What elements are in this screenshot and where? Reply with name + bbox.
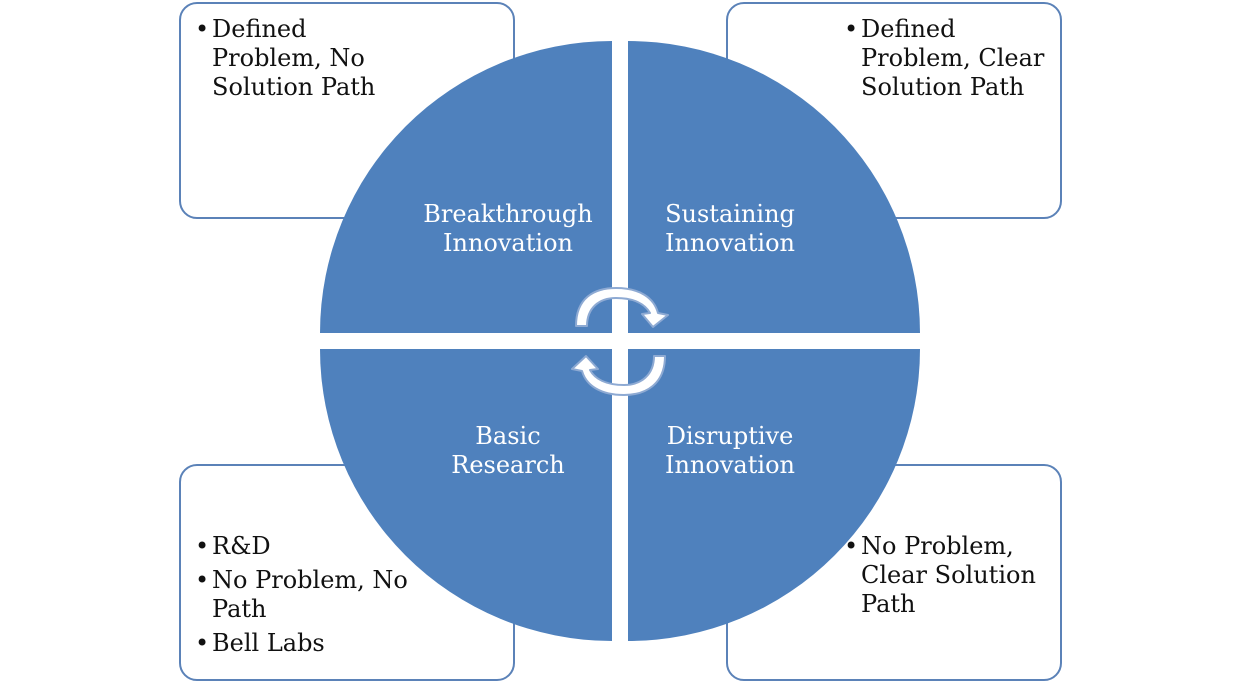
quadrant-label-line: Innovation: [665, 451, 795, 479]
quadrant-bottom-left: [320, 349, 612, 641]
callout-bullet: Bell Labs: [195, 629, 415, 658]
callout-list-bottom-left: R&D No Problem, No Path Bell Labs: [195, 532, 415, 663]
quadrant-label-basic-research: Basic Research: [413, 422, 603, 480]
quadrant-label-line: Sustaining: [665, 200, 795, 228]
quadrant-label-breakthrough: Breakthrough Innovation: [413, 200, 603, 258]
callout-bullet: Defined Problem, Clear Solution Path: [844, 15, 1054, 102]
quadrant-label-disruptive: Disruptive Innovation: [635, 422, 825, 480]
quadrant-label-line: Breakthrough: [423, 200, 593, 228]
callout-bullet: No Problem, Clear Solution Path: [844, 532, 1054, 619]
quadrant-top-left: [320, 41, 612, 333]
callout-list-top-right: Defined Problem, Clear Solution Path: [844, 15, 1054, 107]
callout-bullet: No Problem, No Path: [195, 566, 415, 624]
quadrant-label-line: Research: [451, 451, 565, 479]
callout-bullet: Defined Problem, No Solution Path: [195, 15, 395, 102]
callout-list-top-left: Defined Problem, No Solution Path: [195, 15, 395, 107]
quadrant-bottom-right: [628, 349, 920, 641]
quadrant-label-line: Innovation: [443, 229, 573, 257]
arrow-clockwise-top-icon: [575, 287, 669, 328]
arrow-clockwise-bottom-icon: [571, 355, 666, 396]
callout-bullet: R&D: [195, 532, 415, 561]
quadrant-top-right: [628, 41, 920, 333]
quadrant-label-line: Innovation: [665, 229, 795, 257]
quadrant-label-line: Disruptive: [666, 422, 794, 450]
callout-list-bottom-right: No Problem, Clear Solution Path: [844, 532, 1054, 624]
quadrant-label-sustaining: Sustaining Innovation: [635, 200, 825, 258]
circular-arrows-icon: [571, 287, 669, 396]
quadrant-label-line: Basic: [475, 422, 541, 450]
